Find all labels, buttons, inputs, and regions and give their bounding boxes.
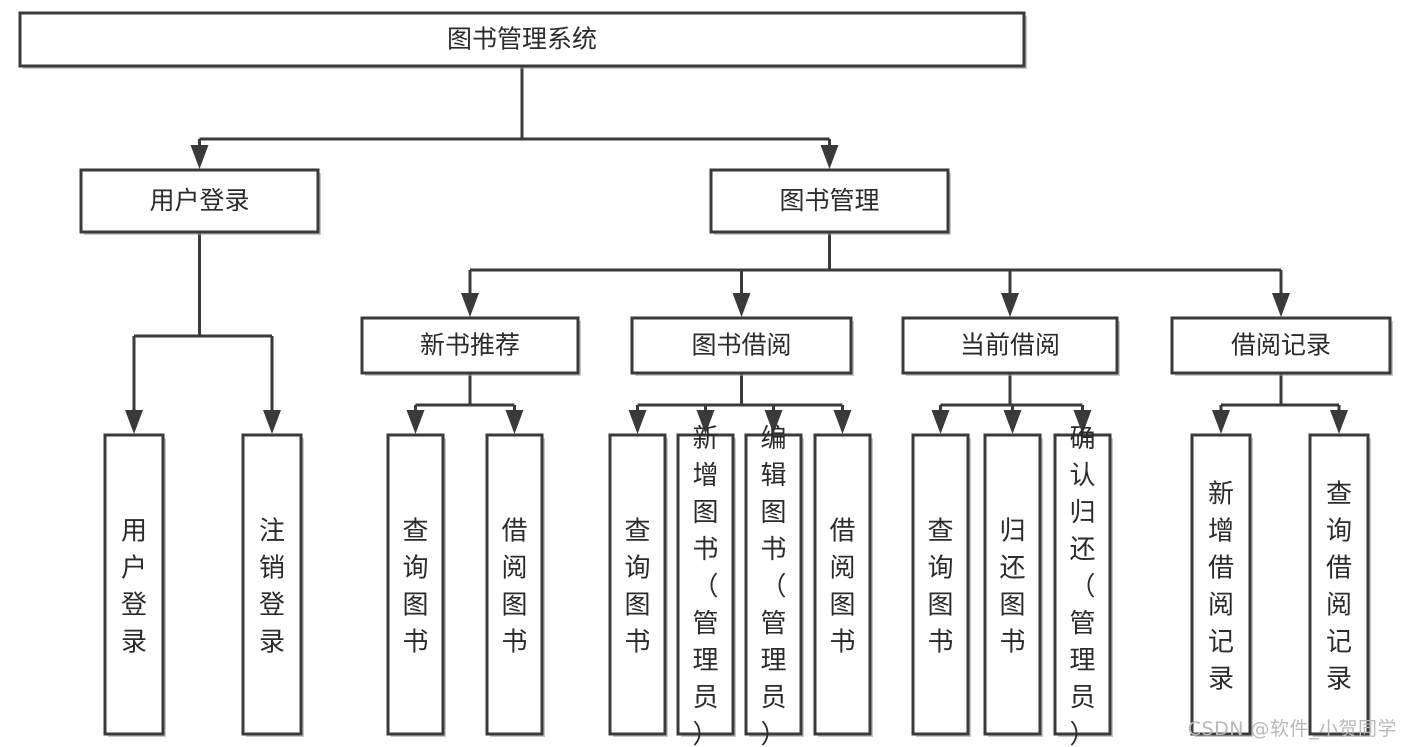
connector-nbr-to-leaves [406,373,524,434]
arrow-head [696,410,715,434]
node-box[interactable] [901,316,1119,375]
node-book-borrow[interactable]: 图书借阅 [630,316,854,376]
node-nbr-borrow-book[interactable]: 借阅图书 [485,433,545,737]
node-label: 确认归还（管理员） [1069,424,1095,747]
node-br-query-record[interactable]: 查询借阅记录 [1308,433,1371,737]
connector-br-to-leaves [1212,373,1348,434]
node-box[interactable] [983,433,1042,736]
node-bb-add-book[interactable]: 新增图书（管理员） [676,424,736,747]
node-user-logout-leaf[interactable]: 注销登录 [241,433,304,737]
arrow-head [1001,293,1019,317]
arrow-head [820,145,839,169]
arrow-head [190,145,209,169]
node-label: 图书借阅 [691,331,791,360]
node-box[interactable] [1053,433,1112,736]
node-box[interactable] [485,433,544,736]
node-current-borrow[interactable]: 当前借阅 [901,316,1120,376]
arrow-head [1330,410,1348,434]
node-label: 新书推荐 [420,331,520,360]
node-label: 编辑图书（管理员） [760,424,786,747]
node-box[interactable] [241,433,303,736]
node-label: 借阅图书 [501,516,527,657]
node-label: 查询借阅记录 [1326,479,1352,694]
node-new-book-recommend[interactable]: 新书推荐 [360,316,581,376]
connector-root-to-level2 [190,66,839,169]
node-box[interactable] [1308,433,1370,736]
arrow-head [505,410,524,434]
node-box[interactable] [608,433,667,736]
node-box[interactable] [911,433,970,736]
node-book-management[interactable]: 图书管理 [709,168,951,235]
connector-layer [125,66,1348,434]
node-br-add-record[interactable]: 新增借阅记录 [1190,433,1253,737]
node-label: 用户登录 [149,186,249,215]
arrow-head [263,410,281,434]
node-bb-query-book[interactable]: 查询图书 [608,433,668,737]
connector-bb-to-leaves [628,373,852,434]
arrow-head [628,410,647,434]
node-label: 归还图书 [999,516,1025,657]
node-label: 新增借阅记录 [1208,479,1234,694]
node-label: 新增图书（管理员） [692,424,718,747]
arrow-head [125,410,143,434]
node-box[interactable] [1190,433,1252,736]
node-nbr-query-book[interactable]: 查询图书 [386,433,446,737]
arrow-head [461,293,479,317]
node-user-login[interactable]: 用户登录 [79,168,321,235]
arrow-head [931,410,950,434]
node-box[interactable] [103,433,165,736]
node-cb-return-book[interactable]: 归还图书 [983,433,1043,737]
node-box[interactable] [79,168,320,234]
node-label: 查询图书 [402,516,428,657]
node-label: 查询图书 [624,516,650,657]
connector-userlogin-to-leaves [125,232,281,434]
node-box[interactable] [676,433,735,736]
arrow-head [1272,293,1290,317]
connector-bookmgmt-to-level3 [461,232,1290,317]
node-cb-confirm-return[interactable]: 确认归还（管理员） [1053,424,1113,747]
arrow-head [1073,410,1092,434]
node-root[interactable]: 图书管理系统 [18,11,1027,69]
arrow-head [833,410,852,434]
csdn-watermark: CSDN @软件_小贺同学 [1187,718,1397,740]
node-bb-edit-book[interactable]: 编辑图书（管理员） [744,424,804,747]
node-box[interactable] [709,168,950,234]
node-label: 查询图书 [927,516,953,657]
node-box[interactable] [1170,316,1392,375]
arrow-head [1212,410,1230,434]
node-label: 借阅图书 [829,516,855,657]
node-box[interactable] [360,316,580,375]
node-label: 图书管理 [779,186,879,215]
arrow-head [732,293,751,317]
node-label: 图书管理系统 [447,25,597,54]
node-user-login-leaf[interactable]: 用户登录 [103,433,166,737]
node-box[interactable] [630,316,853,375]
node-borrow-record[interactable]: 借阅记录 [1170,316,1393,376]
node-label: 注销登录 [259,516,285,657]
node-box[interactable] [18,11,1026,68]
node-box[interactable] [813,433,872,736]
arrow-head [764,410,783,434]
node-label: 当前借阅 [960,331,1060,360]
node-box[interactable] [386,433,445,736]
arrow-head [1003,410,1022,434]
node-cb-query-book[interactable]: 查询图书 [911,433,971,737]
arrow-head [406,410,425,434]
node-layer: 图书管理系统用户登录图书管理新书推荐图书借阅当前借阅借阅记录用户登录注销登录查询… [18,11,1393,747]
node-bb-borrow-book[interactable]: 借阅图书 [813,433,873,737]
node-label: 借阅记录 [1231,331,1331,360]
connector-cb-to-leaves [931,373,1092,434]
node-label: 用户登录 [121,516,147,657]
node-box[interactable] [744,433,803,736]
